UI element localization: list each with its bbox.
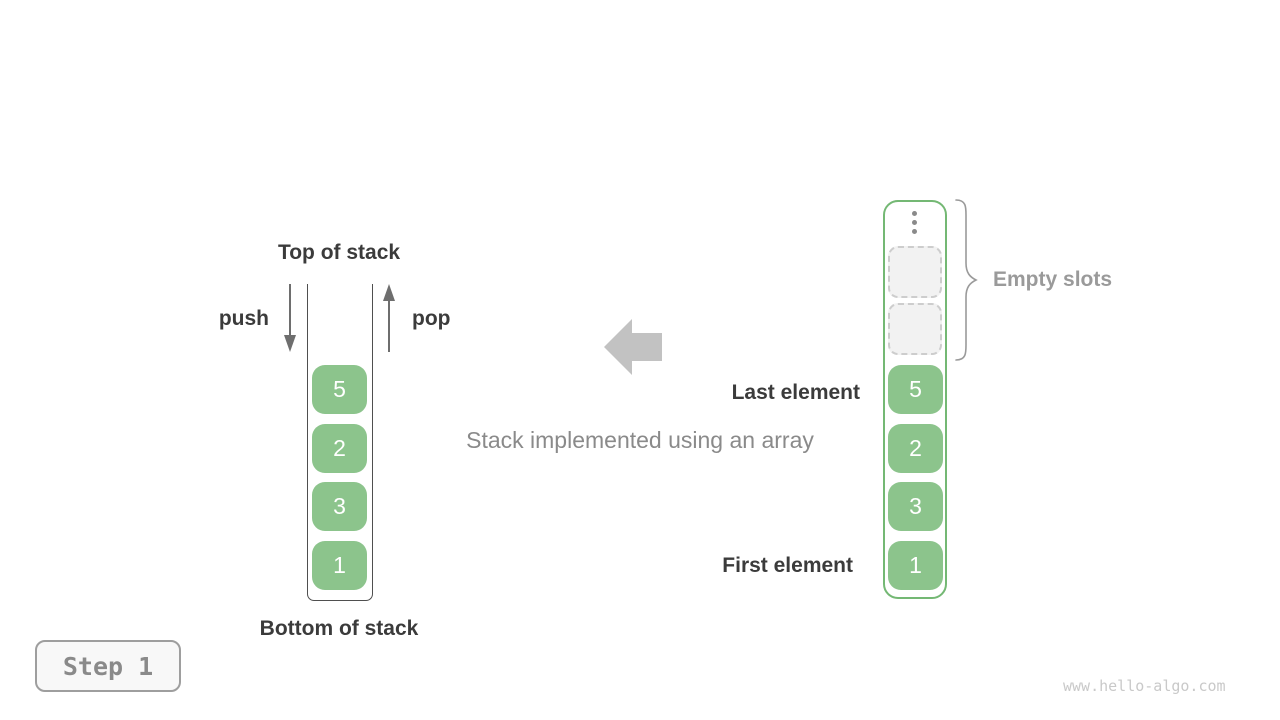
push-label: push: [218, 307, 269, 330]
push-down-arrow-icon: [284, 284, 296, 352]
array-element: 3: [888, 482, 943, 531]
vertical-ellipsis-icon: [912, 211, 918, 238]
stack-element: 5: [312, 365, 367, 414]
empty-slots-label: Empty slots: [993, 268, 1113, 291]
diagram-caption: Stack implemented using an array: [466, 427, 814, 453]
first-element-label: First element: [722, 554, 853, 577]
ellipsis-dot: [912, 220, 917, 225]
empty-slot: [888, 246, 942, 298]
stack-element: 2: [312, 424, 367, 473]
left-arrow-icon: [604, 319, 662, 375]
step-badge-label: Step 1: [62, 651, 154, 681]
stack-element: 1: [312, 541, 367, 590]
array-element: 2: [888, 424, 943, 473]
empty-slots-brace-icon: [955, 199, 978, 361]
stack-element: 3: [312, 482, 367, 531]
last-element-label: Last element: [731, 381, 860, 404]
empty-slot: [888, 303, 942, 355]
step-badge: Step 1: [35, 640, 181, 692]
pop-label: pop: [412, 307, 451, 330]
top-of-stack-label: Top of stack: [277, 241, 401, 264]
array-element: 5: [888, 365, 943, 414]
ellipsis-dot: [912, 211, 917, 216]
watermark: www.hello-algo.com: [1063, 677, 1226, 695]
stack-container: [307, 284, 373, 601]
pop-up-arrow-icon: [383, 284, 395, 352]
array-element: 1: [888, 541, 943, 590]
ellipsis-dot: [912, 229, 917, 234]
bottom-of-stack-label: Bottom of stack: [259, 617, 419, 640]
